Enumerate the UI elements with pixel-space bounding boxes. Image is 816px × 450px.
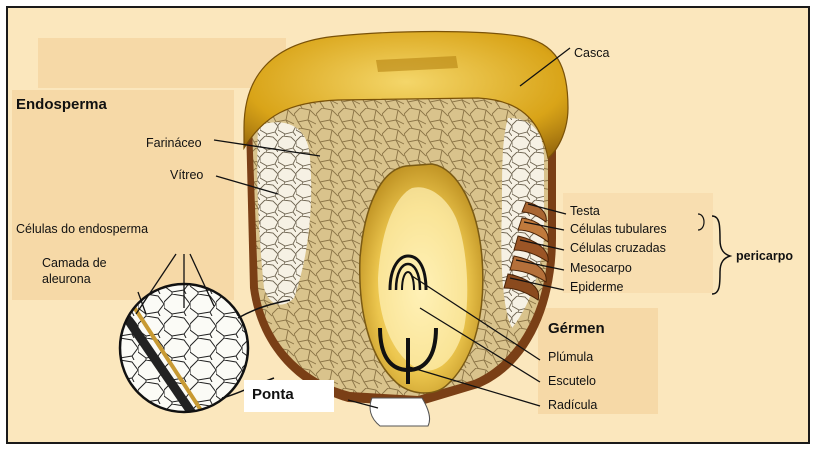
- label-celulas-endosperma: Células do endosperma: [16, 222, 148, 237]
- label-ponta: Ponta: [252, 386, 294, 404]
- label-testa: Testa: [570, 204, 600, 219]
- label-vitreo: Vítreo: [170, 168, 203, 183]
- label-farinaceo: Farináceo: [146, 136, 202, 151]
- label-germen: Gérmen: [548, 320, 605, 338]
- label-plumula: Plúmula: [548, 350, 593, 365]
- label-camada-1: Camada de: [42, 256, 107, 271]
- label-casca: Casca: [574, 46, 609, 61]
- label-pericarpo: pericarpo: [736, 249, 793, 264]
- diagram-frame: Casca Endosperma Farináceo Vítreo Célula…: [6, 6, 810, 444]
- tip-shape: [370, 398, 430, 426]
- label-mesocarpo: Mesocarpo: [570, 261, 632, 276]
- label-escutelo: Escutelo: [548, 374, 596, 389]
- label-celulas-tubulares: Células tubulares: [570, 222, 667, 237]
- label-epiderme: Epiderme: [570, 280, 624, 295]
- label-endosperma: Endosperma: [16, 96, 107, 114]
- label-celulas-cruzadas: Células cruzadas: [570, 241, 666, 256]
- label-radicula: Radícula: [548, 398, 597, 413]
- label-camada-2: aleurona: [42, 272, 91, 287]
